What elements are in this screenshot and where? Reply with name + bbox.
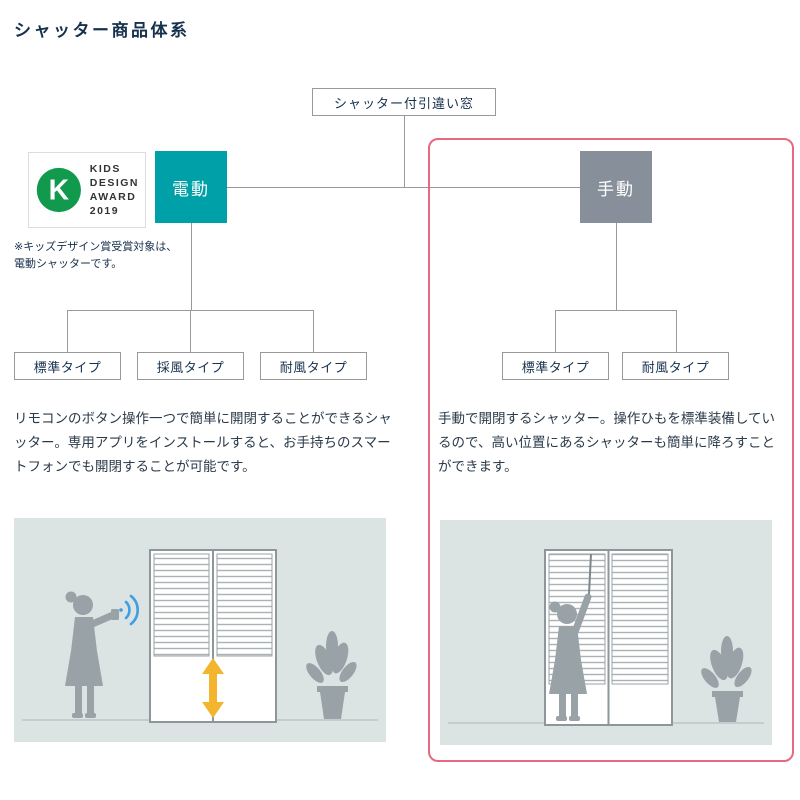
type-box-electric-standard: 標準タイプ [14, 352, 121, 380]
connector-electric-stub-1 [67, 310, 68, 352]
connector-electric-stub-3 [313, 310, 314, 352]
award-note: ※キッズデザイン賞受賞対象は、電動シャッターです。 [14, 241, 178, 270]
type-box-electric-ventilation: 採風タイプ [137, 352, 244, 380]
shutter-window [149, 549, 277, 723]
award-line-award: AWARD [89, 191, 137, 203]
award-line-kids: KIDS [89, 163, 121, 175]
person-with-remote-figure [65, 591, 119, 718]
connector-manual-stub-2 [676, 310, 677, 352]
kids-design-award-badge: K KIDS DESIGN AWARD 2019 [28, 152, 146, 228]
connector-root-vertical [404, 116, 405, 187]
connector-manual-stub-1 [555, 310, 556, 352]
wifi-signal-icon [119, 594, 139, 626]
electric-shutter-illustration [14, 518, 386, 742]
award-line-design: DESIGN [89, 177, 139, 189]
type-box-electric-windproof: 耐風タイプ [260, 352, 367, 380]
manual-node: 手動 [580, 151, 652, 223]
electric-description: リモコンのボタン操作一つで簡単に開閉することができるシャッター。専用アプリをイン… [14, 411, 392, 474]
award-line-year: 2019 [89, 205, 120, 217]
kids-design-award-logo-icon: K [36, 167, 81, 213]
award-logo-letter: K [49, 174, 70, 206]
operation-cord [588, 553, 592, 595]
plant-icon [306, 631, 357, 719]
connector-manual-horizontal [555, 310, 676, 311]
root-node: シャッター付引違い窓 [312, 88, 496, 116]
auto-open-close-arrow-icon [202, 658, 224, 718]
connector-main-horizontal [191, 187, 616, 188]
manual-shutter-illustration [440, 520, 772, 745]
page-title: シャッター商品体系 [14, 21, 190, 40]
connector-electric-vertical [191, 223, 192, 310]
electric-node: 電動 [155, 151, 227, 223]
award-text: KIDS DESIGN AWARD 2019 [90, 162, 139, 218]
person-pulling-cord-figure [549, 593, 592, 721]
plant-icon [701, 636, 752, 722]
connector-electric-stub-2 [190, 310, 191, 352]
connector-manual-vertical [616, 223, 617, 310]
type-box-manual-standard: 標準タイプ [502, 352, 609, 380]
manual-description: 手動で開閉するシャッター。操作ひもを標準装備しているので、高い位置にあるシャッタ… [438, 411, 775, 474]
type-box-manual-windproof: 耐風タイプ [622, 352, 729, 380]
